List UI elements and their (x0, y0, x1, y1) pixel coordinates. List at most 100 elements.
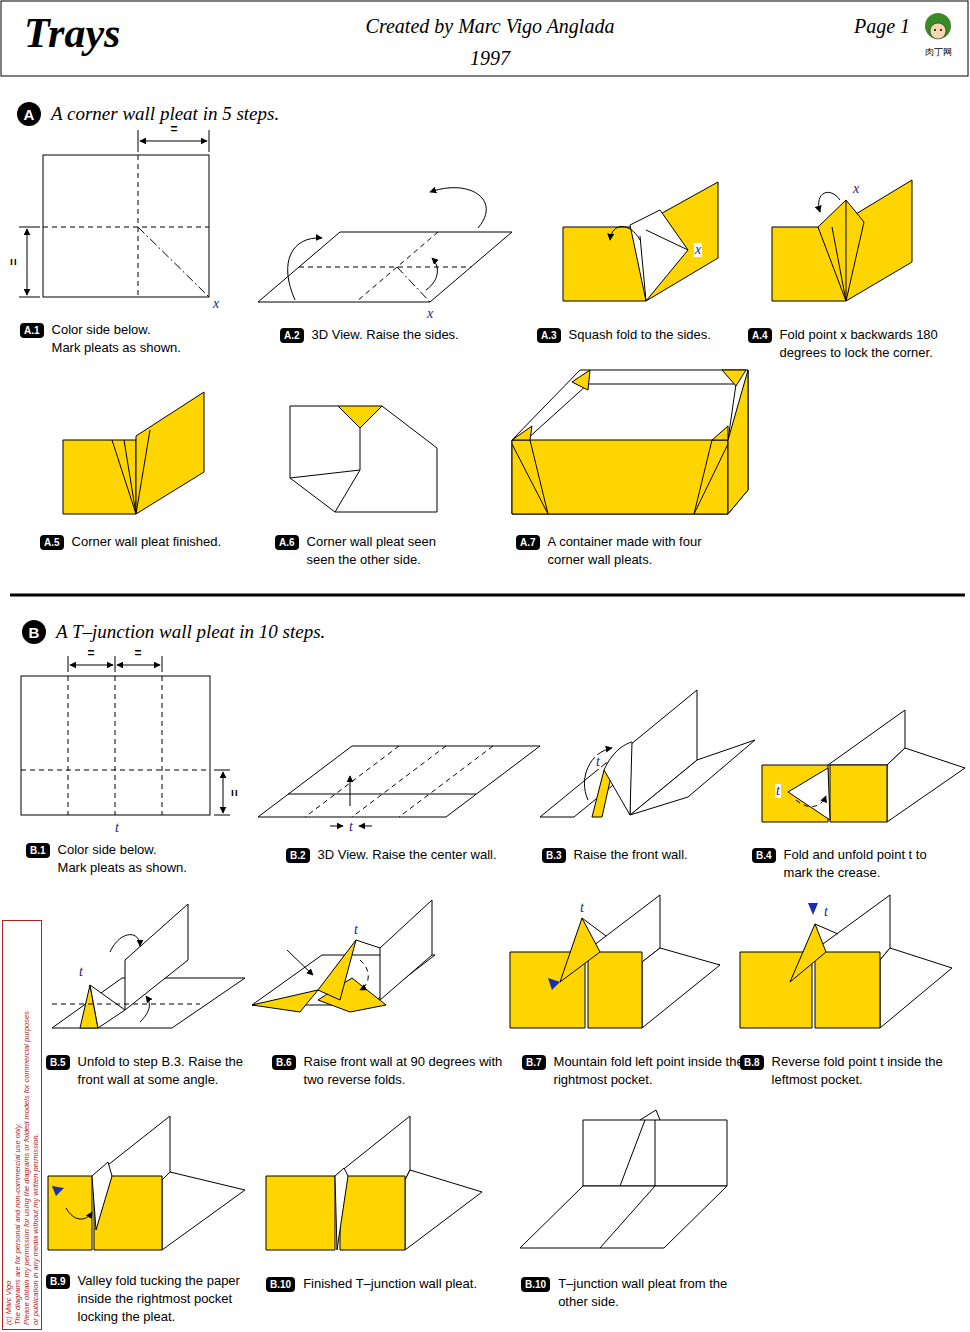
container (722, 370, 746, 386)
squash-fold (610, 227, 640, 241)
reverse-folds (252, 990, 318, 1012)
container (694, 440, 712, 514)
step-label: A.4Fold point x backwards 180 degrees to… (748, 326, 970, 362)
step-label: B.4Fold and unfold point t to mark the c… (752, 846, 944, 882)
reverse-fold (815, 924, 838, 934)
crease-pattern (70, 665, 113, 666)
lock-fold (832, 227, 846, 301)
fold-unfold (788, 768, 830, 820)
crease-pattern (68, 656, 69, 672)
finished-pleat (63, 440, 136, 514)
t-pleat-back-view (620, 1120, 645, 1186)
step-number: B.10 (266, 1277, 295, 1292)
finished-t-pleat (340, 1176, 405, 1250)
step-caption: Corner wall pleat finished. (72, 533, 272, 551)
crease-pattern (214, 770, 230, 771)
section-marker: A A corner wall pleat in 5 steps. (17, 102, 279, 126)
reverse-folds (287, 950, 313, 975)
angled-wall (52, 904, 245, 1028)
container (512, 426, 532, 440)
section-marker: BA T–junction wall pleat in 10 steps. (22, 620, 325, 644)
pleat-back-view (290, 406, 437, 512)
finished-pleat (63, 392, 204, 514)
paper-3d-view (399, 746, 493, 817)
point-label: x (212, 297, 220, 311)
tuck-fold (52, 1186, 64, 1196)
raise-wall (630, 690, 697, 815)
site-icon (925, 13, 951, 39)
raise-wall (604, 742, 632, 815)
step-number: B.9 (46, 1274, 70, 1289)
header-frame (1, 1, 968, 76)
step-number: B.6 (272, 1055, 296, 1070)
point-label: t (775, 784, 781, 798)
fold-unfold (887, 748, 965, 822)
step-label: B.10T–junction wall pleat from the other… (521, 1275, 738, 1311)
page-title: Trays (24, 8, 120, 58)
point-label: t (823, 905, 829, 919)
section-divider (10, 595, 965, 596)
step-number: A.4 (748, 328, 772, 343)
paper-3d-view (258, 188, 512, 302)
year: 1997 (470, 46, 510, 70)
paper-3d-view (352, 746, 446, 817)
copyright-note: The diagrams are for personal and non-co… (13, 925, 22, 1325)
paper-3d-view (288, 794, 476, 795)
copyright-note: Please obtain my permission for using th… (22, 925, 31, 1325)
step-label: B.2 3D View. Raise the center wall. (286, 846, 538, 864)
finished-t-pleat (335, 1116, 410, 1180)
finished-pleat (124, 440, 136, 514)
paper-3d-view (359, 826, 372, 827)
lock-fold (846, 200, 847, 301)
step-number: B.2 (286, 848, 310, 863)
crease-pattern (115, 656, 116, 672)
step-caption: A container made with four corner wall p… (548, 533, 720, 569)
squash-fold (640, 236, 646, 301)
reverse-folds (356, 940, 380, 948)
t-pleat-back-view (655, 1120, 656, 1186)
mountain-fold (582, 918, 606, 936)
step-caption: Squash fold to the sides. (569, 326, 759, 344)
crease-pattern (162, 656, 163, 672)
crease-pattern (21, 656, 230, 815)
step-label: B.10Finished T–junction wall pleat. (266, 1275, 523, 1293)
angled-wall (125, 904, 188, 1010)
step-caption: Fold and unfold point t to mark the crea… (784, 846, 944, 882)
paper-3d-view (356, 232, 438, 302)
step-label: A.6Corner wall pleat seen seen the other… (275, 533, 457, 569)
header-frame (1, 1, 968, 76)
reverse-fold (815, 952, 880, 1028)
section-title: A corner wall pleat in 5 steps. (51, 102, 279, 126)
step-label: B.9Valley fold tucking the paper inside … (46, 1272, 260, 1326)
container (530, 440, 548, 514)
copyright-note: (c) Marc Vigo (4, 925, 13, 1325)
angled-wall (140, 996, 149, 1022)
container (712, 426, 728, 440)
equal-mark: = (7, 258, 19, 265)
step-caption: 3D View. Raise the center wall. (318, 846, 538, 864)
crease-pattern (21, 770, 210, 771)
mountain-fold (642, 948, 720, 1028)
paper-3d-view (330, 826, 343, 827)
paper-3d-view (258, 232, 512, 302)
step-caption: Corner wall pleat seen seen the other si… (307, 533, 457, 569)
finished-t-pleat (266, 1176, 335, 1250)
container (694, 444, 728, 514)
reverse-fold (740, 895, 952, 1028)
step-number: A.3 (537, 328, 561, 343)
container (512, 370, 748, 514)
crease-pattern (27, 229, 28, 295)
container (512, 370, 748, 514)
point-label: t (353, 923, 359, 937)
step-caption: Reverse fold point t inside the leftmost… (772, 1053, 970, 1089)
step-caption: Color side below. Mark pleats as shown. (58, 841, 188, 877)
crease-pattern (115, 676, 116, 815)
paper-3d-view (258, 746, 540, 817)
section-divider (10, 594, 965, 597)
section-letter: A (17, 102, 41, 126)
paper-3d-view (258, 746, 540, 826)
paper-3d-view (426, 258, 437, 290)
reverse-folds (318, 940, 356, 1000)
site-icon (925, 13, 951, 39)
